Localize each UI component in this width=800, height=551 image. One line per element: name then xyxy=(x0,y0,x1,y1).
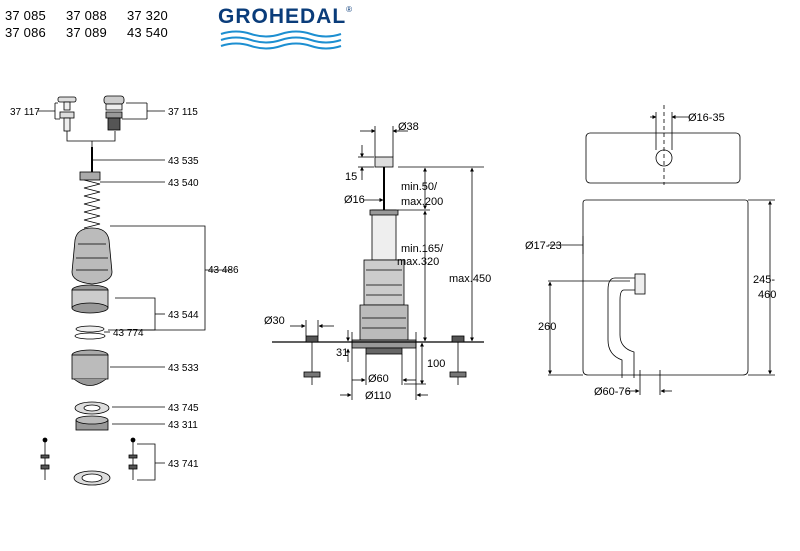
dim-15: 15 xyxy=(345,171,357,183)
article-number-5: 37 089 xyxy=(66,25,107,40)
cage-43544-icon xyxy=(71,284,109,314)
label-43311: 43 311 xyxy=(168,420,198,431)
article-number-3: 37 320 xyxy=(127,8,168,23)
label-43745: 43 745 xyxy=(168,403,199,414)
cistern-view xyxy=(548,105,775,395)
dim-d60-76: Ø60-76 xyxy=(594,386,631,398)
dim-d30: Ø30 xyxy=(264,315,285,327)
dim-d16-35: Ø16-35 xyxy=(688,112,725,124)
dim-d60: Ø60 xyxy=(368,373,389,385)
label-43544: 43 544 xyxy=(168,310,199,321)
label-43741: 43 741 xyxy=(168,459,199,470)
bolt-right-icon xyxy=(128,437,138,480)
bolt-left-icon xyxy=(40,437,50,480)
dim-min165: min.165/ xyxy=(401,243,444,255)
button-37117-icon xyxy=(57,96,77,132)
article-number-1: 37 085 xyxy=(5,8,46,23)
dim-min50: min.50/ xyxy=(401,181,438,193)
flush-valve-assembly xyxy=(272,126,484,400)
dim-max450: max.450 xyxy=(449,273,491,285)
dim-100: 100 xyxy=(427,358,445,370)
dim-d38: Ø38 xyxy=(398,121,419,133)
housing-43533-icon xyxy=(71,349,109,386)
spring-rod-43540-icon xyxy=(79,171,101,229)
grohedal-logo: GROHEDAL® xyxy=(218,5,352,29)
button-37115-icon xyxy=(103,95,125,131)
article-number-2: 37 088 xyxy=(66,8,107,23)
dim-d17-23: Ø17-23 xyxy=(525,240,562,252)
dim-d110: Ø110 xyxy=(365,390,391,402)
label-37117: 37 117 xyxy=(10,107,40,118)
label-37115: 37 115 xyxy=(168,107,198,118)
dim-max320: max.320 xyxy=(397,256,439,268)
dim-245: 245- xyxy=(753,274,775,286)
dim-d16: Ø16 xyxy=(344,194,365,206)
dim-260: 260 xyxy=(538,321,556,333)
brand-name: GROHEDAL xyxy=(218,5,347,28)
article-number-4: 37 086 xyxy=(5,25,46,40)
label-43774: 43 774 xyxy=(113,328,144,339)
label-43535: 43 535 xyxy=(168,156,199,167)
label-43533: 43 533 xyxy=(168,363,199,374)
label-43540: 43 540 xyxy=(168,178,199,189)
label-43486: 43 486 xyxy=(208,265,239,276)
registered-mark: ® xyxy=(346,5,353,14)
dim-460: 460 xyxy=(758,289,776,301)
dim-max200: max.200 xyxy=(401,196,443,208)
float-body-43486-icon xyxy=(71,227,113,285)
article-number-6: 43 540 xyxy=(127,25,168,40)
dim-31: 31 xyxy=(336,347,348,359)
exploded-parts-view xyxy=(38,95,232,486)
logo-waves-icon xyxy=(220,30,342,50)
